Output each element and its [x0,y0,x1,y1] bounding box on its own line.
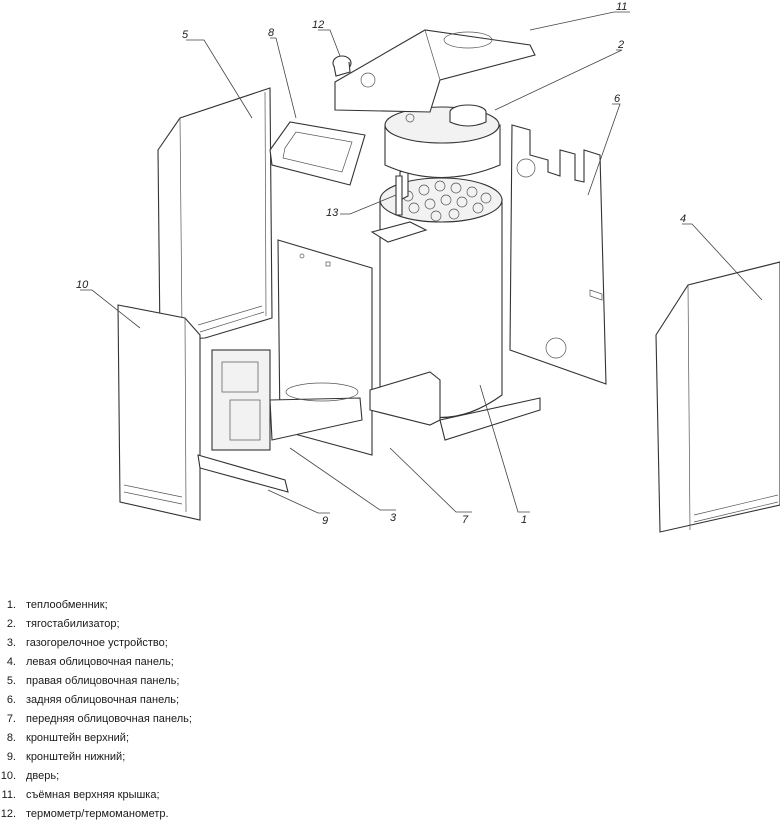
removable-top-cover [334,29,536,123]
legend-item: 12.термометр/термоманометр. [0,808,169,820]
lower-bracket [197,454,289,493]
callout-3: 3 [390,512,397,524]
legend-item: 1.теплообменник; [6,599,108,611]
legend-item: 9.кронштейн нижний; [6,751,126,763]
rear-cladding-panel [509,124,607,385]
callout-1: 1 [521,514,527,526]
callout-8: 8 [268,27,275,39]
legend-item: 10.дверь; [0,770,60,782]
door [117,304,201,521]
right-cladding-panel [157,87,273,341]
legend-item: 11.съёмная верхняя крышка; [1,789,160,801]
callout-4: 4 [680,213,686,225]
callout-2: 2 [617,39,624,51]
upper-bracket [269,121,366,186]
legend-item: 3.газогорелочное устройство; [6,637,168,649]
legend-item: 6.задняя облицовочная панель; [6,694,180,706]
legend-item: 2.тягостабилизатор; [6,618,120,630]
callout-12: 12 [312,19,324,31]
callout-13: 13 [326,207,339,219]
legend-item: 5.правая облицовочная панель; [6,675,180,687]
exploded-boiler-diagram: 5 8 12 11 2 6 4 10 13 1 7 3 9 [76,1,780,533]
thermometer [332,55,352,77]
callout-10: 10 [76,279,89,291]
draught-stabilizer [384,104,501,179]
callout-11: 11 [616,1,627,13]
legend-item: 7.передняя облицовочная панель; [6,713,192,725]
heat-exchanger [369,167,541,441]
parts-legend: 1.теплообменник; 2.тягостабилизатор; 3.г… [0,596,780,824]
callout-5: 5 [182,29,189,41]
callout-9: 9 [322,515,328,527]
gas-burner-device [211,349,363,451]
legend-item: 8.кронштейн верхний; [6,732,130,744]
callout-7: 7 [462,514,469,526]
legend-item: 4.левая облицовочная панель; [6,656,174,668]
callout-6: 6 [614,93,621,105]
left-cladding-panel [655,261,780,533]
thermometer-sleeve [395,175,403,216]
leader-lines [80,11,763,514]
